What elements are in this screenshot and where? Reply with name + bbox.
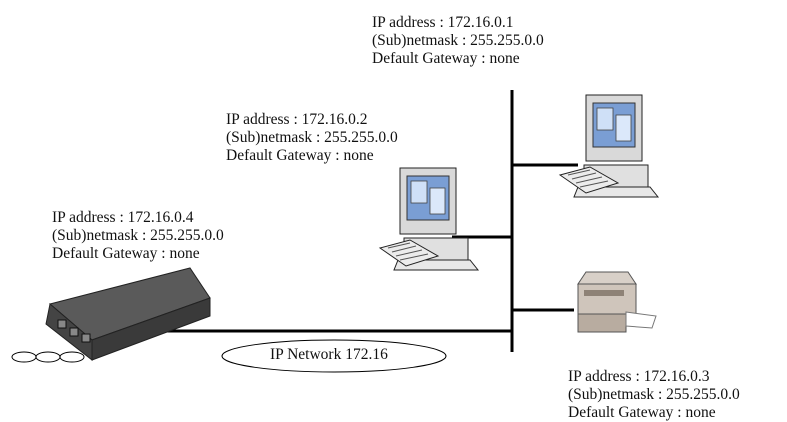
router-cable-loops [11, 351, 85, 363]
router-icon [45, 267, 211, 362]
network-label: IP Network 172.16 [270, 346, 388, 363]
ip-address-text: IP address : 172.16.0.2 [226, 111, 368, 128]
desktop-computer-icon [378, 167, 480, 271]
router-label: IP address : 172.16.0.4 (Sub)netmask : 2… [52, 209, 224, 263]
ip-address-text: IP address : 172.16.0.1 [372, 14, 514, 31]
desktop-computer-icon [558, 94, 660, 198]
gateway-text: Default Gateway : none [226, 147, 374, 164]
gateway-text: Default Gateway : none [568, 404, 716, 421]
network-ellipse [221, 339, 447, 373]
network-cabling [160, 90, 578, 352]
netmask-text: (Sub)netmask : 255.255.0.0 [372, 32, 544, 49]
gateway-text: Default Gateway : none [52, 245, 200, 262]
netmask-text: (Sub)netmask : 255.255.0.0 [52, 227, 224, 244]
netmask-text: (Sub)netmask : 255.255.0.0 [568, 386, 740, 403]
pc-mid-label: IP address : 172.16.0.2 (Sub)netmask : 2… [226, 111, 398, 165]
netmask-text: (Sub)netmask : 255.255.0.0 [226, 129, 398, 146]
printer-label: IP address : 172.16.0.3 (Sub)netmask : 2… [568, 368, 740, 422]
ip-address-text: IP address : 172.16.0.4 [52, 209, 194, 226]
printer-icon [577, 271, 657, 333]
pc-top-label: IP address : 172.16.0.1 (Sub)netmask : 2… [372, 14, 544, 68]
gateway-text: Default Gateway : none [372, 50, 520, 67]
ip-address-text: IP address : 172.16.0.3 [568, 368, 710, 385]
